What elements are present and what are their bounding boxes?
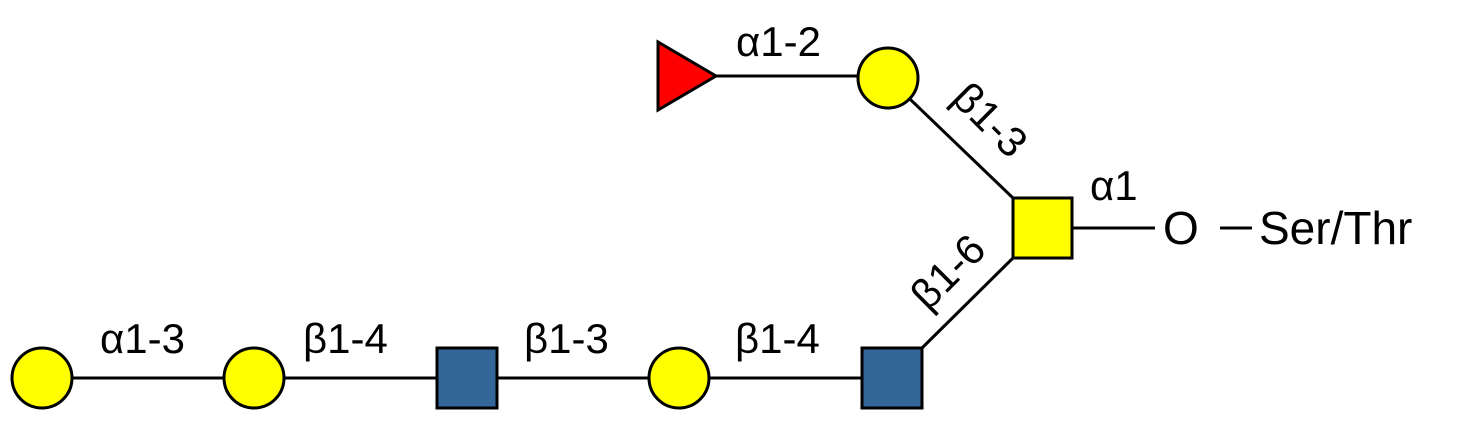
bond-b16 — [920, 256, 1015, 350]
label-b13-top: β1-3 — [944, 73, 1037, 166]
label-b16: β1-6 — [901, 225, 994, 318]
label-b14-left: β1-4 — [303, 315, 388, 362]
galactose-circle-1 — [10, 346, 74, 410]
galactose-circle-2 — [222, 346, 286, 410]
glcnac-square-2 — [860, 346, 924, 410]
label-b14-right: β1-4 — [735, 315, 820, 362]
label-b13-bottom: β1-3 — [524, 315, 609, 362]
galactose-circle-top — [856, 46, 920, 110]
label-a13: α1-3 — [100, 315, 185, 362]
galactose-circle-3 — [647, 346, 711, 410]
label-a1: α1 — [1090, 162, 1138, 209]
label-a12: α1-2 — [736, 18, 821, 65]
glcnac-square-1 — [435, 346, 499, 410]
oxygen-label: O — [1163, 202, 1199, 254]
galnac-square — [1011, 196, 1074, 260]
fucose-triangle — [656, 39, 719, 113]
ser-thr-label: Ser/Thr — [1259, 202, 1412, 254]
